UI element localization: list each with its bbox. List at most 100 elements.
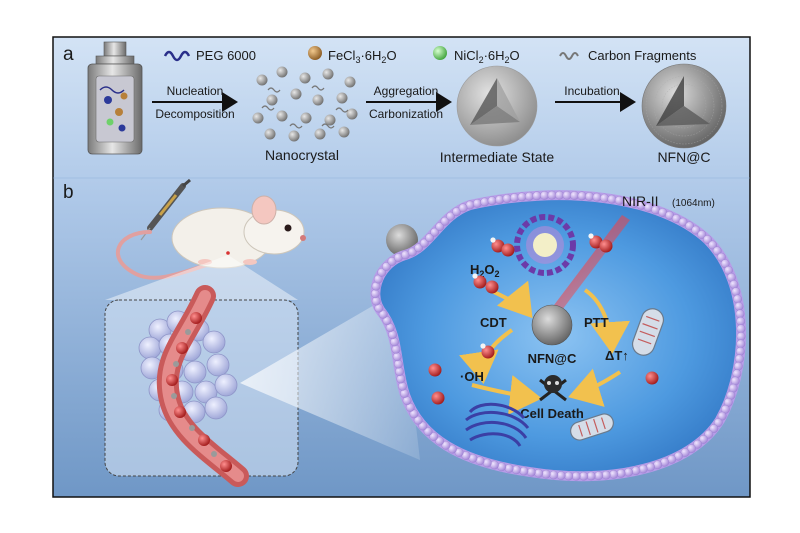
- nanocrystal-particle: [322, 68, 334, 80]
- cdt-label: CDT: [480, 315, 507, 330]
- membrane-lipid: [736, 339, 746, 349]
- legend-fecl3: FeCl3·6H2O: [328, 48, 397, 65]
- radical-molecules: [428, 233, 659, 405]
- nanocrystal-particle: [276, 66, 288, 78]
- blood-cell: [220, 460, 232, 472]
- nanocrystal-particle: [276, 110, 288, 122]
- membrane-lipid: [480, 197, 490, 207]
- h2o2-label: H2O2: [470, 262, 500, 279]
- blood-cell: [176, 342, 188, 354]
- membrane-lipid: [601, 470, 611, 480]
- membrane-lipid: [532, 191, 542, 201]
- membrane-lipid: [495, 195, 504, 205]
- nanocrystal-particle: [300, 112, 312, 124]
- nanocrystal-particle: [324, 114, 336, 126]
- membrane-lipid: [393, 359, 403, 369]
- nanocrystal-particle: [256, 74, 268, 86]
- membrane-lipid: [541, 469, 551, 479]
- nanocrystal-cluster: [252, 66, 358, 142]
- membrane-lipid: [638, 464, 648, 474]
- oxygen-atom: [645, 371, 659, 385]
- membrane-lipid: [441, 440, 451, 450]
- panel-a-letter: a: [63, 44, 74, 65]
- membrane-beads: [370, 190, 746, 481]
- membrane-lipid: [435, 222, 445, 232]
- blood-nanoparticle: [171, 393, 177, 399]
- blood-nanoparticle: [211, 451, 217, 457]
- membrane-lipid: [736, 331, 746, 341]
- membrane-lipid: [413, 415, 423, 425]
- membrane-lipid: [497, 462, 507, 472]
- stage-nanocrystal: Nanocrystal: [265, 147, 339, 163]
- membrane-lipid: [586, 471, 596, 481]
- membrane-lipid: [472, 198, 482, 208]
- nicl2-icon: [433, 46, 447, 60]
- nir-wavelength: (1064nm): [672, 198, 715, 209]
- membrane-lipid: [414, 243, 423, 253]
- mouse-illustration: [115, 195, 306, 280]
- membrane-lipid: [423, 427, 433, 436]
- membrane-lipid: [731, 287, 741, 297]
- blood-cell: [174, 406, 186, 418]
- intermediate-sphere: [456, 65, 538, 147]
- carbon-fragment-icon: [559, 52, 579, 60]
- membrane-lipid: [487, 196, 497, 206]
- membrane-lipid: [525, 191, 534, 201]
- nanocrystal-particle: [299, 72, 311, 84]
- blood-cell: [198, 434, 210, 446]
- legend-carbon: Carbon Fragments: [588, 48, 697, 63]
- membrane-lipid: [616, 468, 626, 478]
- legend-nicl2: NiCl2·6H2O: [454, 48, 520, 65]
- mitochondria-icon: [631, 308, 665, 356]
- central-nfn-c-particle: [531, 304, 573, 346]
- membrane-lipid: [377, 267, 387, 277]
- arrow-heat-to-death: [568, 368, 622, 407]
- panel-b-letter: b: [63, 182, 74, 203]
- membrane-lipid: [425, 233, 434, 243]
- nanocrystal-particle: [252, 112, 264, 124]
- blood-cell: [190, 312, 202, 324]
- stage-nfn-c: NFN@C: [657, 149, 710, 165]
- membrane-lipid: [691, 225, 701, 235]
- membrane-lipid: [585, 192, 594, 201]
- membrane-lipid: [687, 444, 696, 453]
- membrane-lipid: [398, 381, 407, 391]
- membrane-lipid: [736, 316, 746, 326]
- membrane-lipid: [579, 471, 589, 481]
- carbon-fragment: [321, 123, 335, 129]
- membrane-lipid: [717, 252, 726, 262]
- membrane-lipid: [549, 470, 559, 480]
- membrane-lipid: [504, 463, 514, 473]
- oxygen-atom: [501, 243, 515, 257]
- golgi-apparatus-icon: [465, 402, 530, 447]
- nanocrystal-particle: [346, 108, 358, 120]
- legend-peg: PEG 6000: [196, 48, 256, 63]
- membrane-lipid: [396, 374, 406, 384]
- membrane-lipid: [703, 235, 712, 244]
- membrane-lipid: [429, 432, 439, 441]
- membrane-lipid: [458, 203, 468, 213]
- membrane-lipid: [440, 216, 450, 226]
- membrane-lipid: [685, 221, 694, 231]
- membrane-lipid: [713, 418, 723, 427]
- membrane-lipid: [446, 211, 455, 221]
- oxygen-atom: [589, 235, 603, 249]
- membrane-lipid: [735, 354, 744, 364]
- fecl3-icon: [308, 46, 322, 60]
- autoclave-reactor-icon: [87, 41, 143, 155]
- peg-icon: [163, 50, 191, 62]
- arrow1-bottom-label: Decomposition: [155, 107, 234, 121]
- nanocrystal-particle: [338, 126, 350, 138]
- oh-label: ·OH: [460, 369, 484, 384]
- arrow-oh-to-death: [471, 375, 542, 415]
- membrane-lipid: [517, 192, 527, 202]
- membrane-lipid: [570, 191, 579, 200]
- membrane-lipid: [712, 246, 722, 256]
- membrane-lipid: [721, 404, 730, 414]
- membrane-lipid: [600, 193, 609, 203]
- cell-death-label: Cell Death: [520, 406, 584, 421]
- nanocrystal-particle: [336, 92, 348, 104]
- membrane-lipid: [526, 467, 536, 477]
- membrane-lipid: [555, 190, 564, 200]
- hydrogen-atom: [588, 233, 594, 239]
